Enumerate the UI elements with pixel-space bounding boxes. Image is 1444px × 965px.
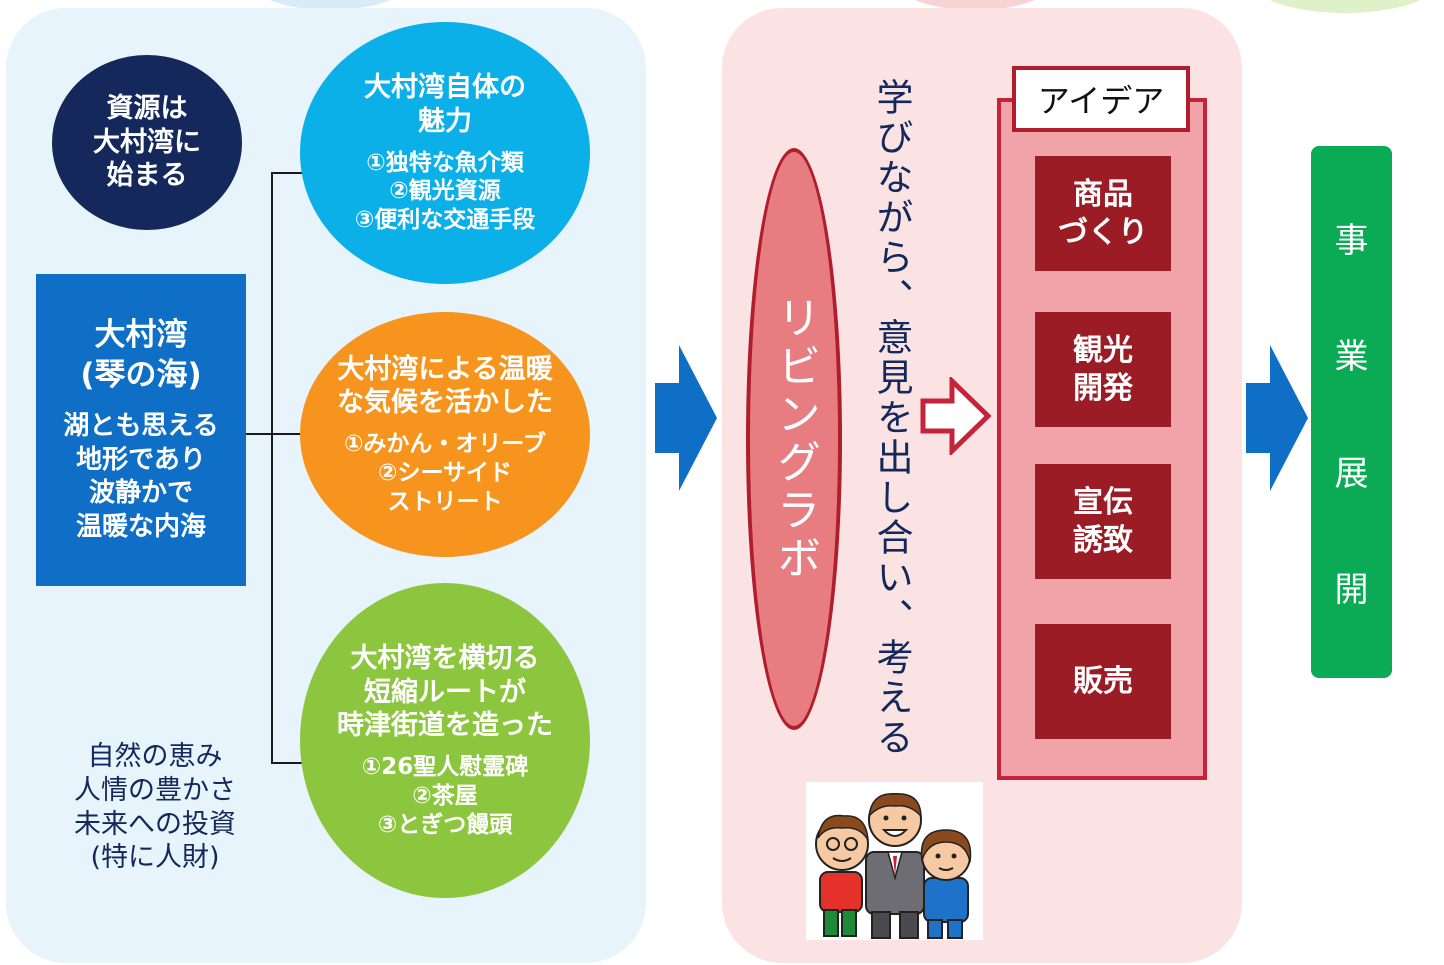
- bay-title-line: (琴の海): [80, 357, 202, 394]
- idea-box-promotion: 宣伝 誘致: [1035, 464, 1171, 579]
- blessings-line: 人情の豊かさ: [74, 774, 236, 806]
- idea-box-tourism: 観光 開発: [1035, 312, 1171, 427]
- idea-label: アイデア: [1012, 66, 1190, 132]
- idea-box-line: 宣伝: [1073, 485, 1133, 520]
- idea-box-product: 商品 づくり: [1035, 156, 1171, 271]
- living-lab-label: リビングラボ: [769, 295, 820, 583]
- project-char: 事: [1334, 221, 1369, 262]
- blessings-line: 自然の恵み: [87, 741, 223, 772]
- top-blob-right: [1255, 0, 1435, 13]
- connector-bottom: [271, 762, 303, 764]
- top-blob-middle: [900, 0, 1050, 10]
- connector-middle: [246, 433, 303, 435]
- bay-desc-line: 湖とも思える: [63, 410, 219, 441]
- blessings-text: 自然の恵み 人情の豊かさ 未来への投資 (特に人財): [40, 740, 270, 875]
- bay-desc-line: 波静かで: [88, 478, 193, 509]
- oval-title-line: 大村湾による温暖: [337, 353, 553, 385]
- blessings-line: (特に人財): [90, 842, 220, 874]
- bay-title-line: 大村湾: [94, 317, 188, 354]
- business-development-box: 事 業 展 開: [1311, 146, 1392, 678]
- living-lab-oval: リビングラボ: [746, 148, 842, 730]
- oval-shortcut-route: 大村湾を横切る 短縮ルートが 時津街道を造った ①26聖人慰霊碑 ②茶屋 ③とぎ…: [300, 583, 590, 898]
- arrow-right-icon: [655, 345, 717, 491]
- project-char: 開: [1334, 569, 1369, 610]
- outline-arrow-right-icon: [920, 377, 992, 455]
- blessings-line: 未来への投資: [74, 808, 236, 840]
- oval-title-line: 大村湾自体の: [364, 72, 526, 104]
- source-line: 大村湾に: [93, 126, 201, 158]
- oval-title-line: 魅力: [418, 105, 472, 137]
- oval-item: ③便利な交通手段: [354, 207, 536, 234]
- learn-discuss-label: 学びながら、意見を出し合い、考える: [870, 78, 913, 758]
- oval-title-line: 短縮ルートが: [364, 676, 526, 708]
- oval-item: ③とぎつ饅頭: [377, 811, 513, 838]
- oval-item: ストリート: [387, 488, 503, 515]
- bay-desc-line: 地形であり: [76, 444, 206, 475]
- oval-item: ①独特な魚介類: [366, 149, 524, 176]
- idea-box-line: 観光: [1073, 333, 1133, 368]
- oval-item: ②茶屋: [412, 782, 478, 809]
- learn-discuss-text: 学びながら、意見を出し合い、考える: [858, 78, 918, 778]
- oval-title-line: 時津街道を造った: [337, 710, 553, 742]
- idea-box-line: づくり: [1058, 214, 1148, 250]
- top-blob-left: [255, 0, 405, 10]
- people-group-icon: [806, 782, 983, 940]
- oval-bay-appeal: 大村湾自体の 魅力 ①独特な魚介類 ②観光資源 ③便利な交通手段: [300, 22, 590, 284]
- source-circle: 資源は 大村湾に 始まる: [52, 55, 242, 230]
- oval-title-line: 大村湾を横切る: [350, 642, 540, 674]
- idea-box-sales: 販売: [1035, 624, 1171, 739]
- arrow-right-icon: [1246, 345, 1308, 491]
- bay-desc-line: 温暖な内海: [75, 512, 206, 543]
- project-char: 業: [1334, 337, 1369, 378]
- oval-item: ②シーサイド: [377, 459, 512, 486]
- idea-label-text: アイデア: [1037, 82, 1165, 120]
- idea-box-line: 商品: [1073, 177, 1133, 212]
- oval-item: ①みかん・オリーブ: [343, 431, 547, 458]
- oval-title-line: な気候を活かした: [337, 387, 553, 419]
- idea-box-line: 販売: [1073, 663, 1133, 699]
- connector-vertical: [271, 172, 273, 764]
- project-char: 展: [1334, 453, 1369, 494]
- oval-item: ②観光資源: [389, 178, 501, 205]
- omura-bay-box: 大村湾 (琴の海) 湖とも思える 地形であり 波静かで 温暖な内海: [36, 274, 246, 586]
- idea-box-line: 開発: [1073, 370, 1133, 406]
- connector-top: [271, 172, 303, 174]
- source-line: 始まる: [106, 160, 188, 192]
- idea-box-line: 誘致: [1073, 522, 1133, 558]
- source-line: 資源は: [106, 92, 188, 124]
- oval-warm-climate: 大村湾による温暖 な気候を活かした ①みかん・オリーブ ②シーサイド ストリート: [300, 312, 590, 557]
- oval-item: ①26聖人慰霊碑: [361, 754, 529, 780]
